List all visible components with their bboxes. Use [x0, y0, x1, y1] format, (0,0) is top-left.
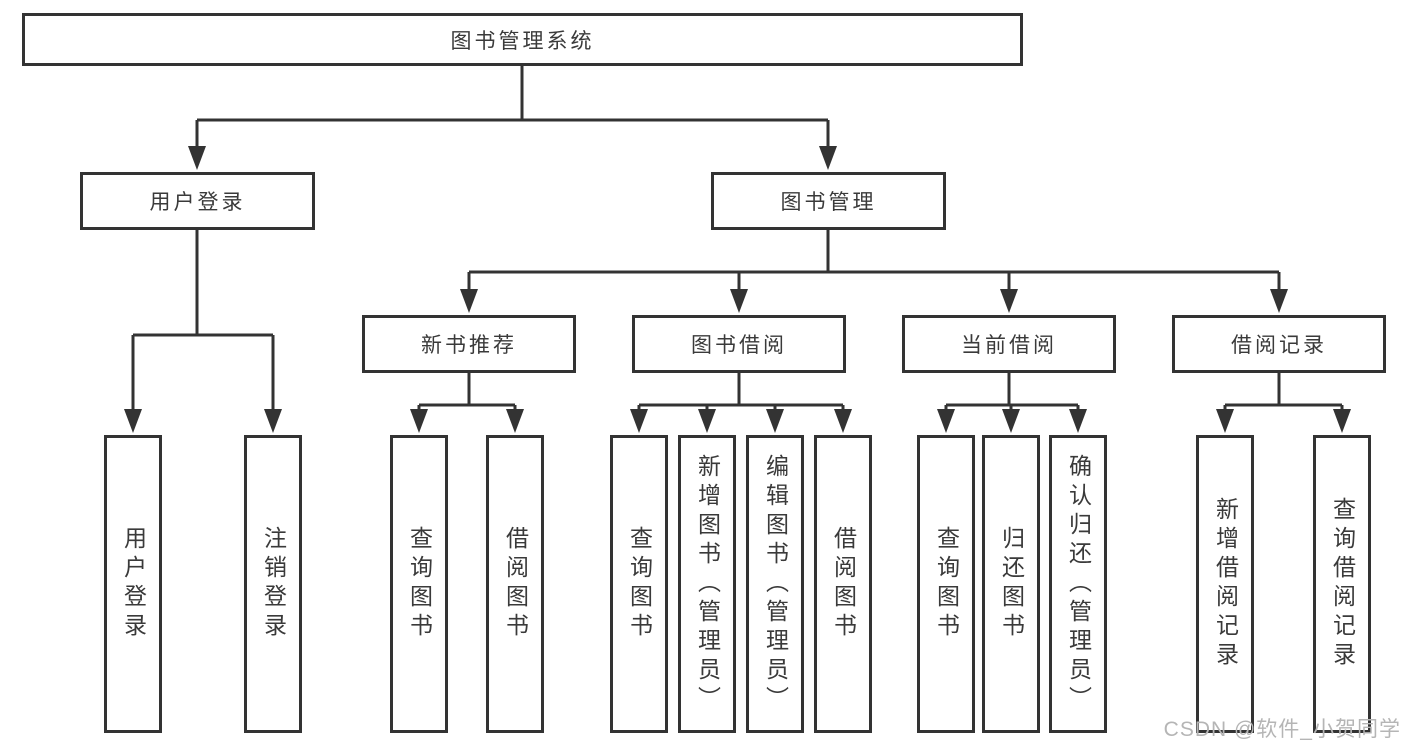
leaf-confirm-return-admin: 确认归还（管理员） — [1049, 435, 1107, 733]
leaf-query-borrow-record-label: 查询借阅记录 — [1329, 497, 1356, 671]
leaf-logout: 注销登录 — [244, 435, 302, 733]
leaf-borrow-books: 借阅图书 — [814, 435, 872, 733]
leaf-edit-books-admin-label: 编辑图书（管理员） — [762, 453, 789, 715]
leaf-confirm-return-admin-label: 确认归还（管理员） — [1065, 453, 1092, 715]
node-borrow-records-label: 借阅记录 — [1231, 334, 1327, 357]
node-book-management: 图书管理 — [711, 172, 946, 230]
node-root: 图书管理系统 — [22, 13, 1023, 66]
leaf-add-books-admin: 新增图书（管理员） — [678, 435, 736, 733]
node-user-login: 用户登录 — [80, 172, 315, 230]
leaf-query-books-borrowing-label: 查询图书 — [626, 526, 653, 642]
leaf-borrow-books-recommend: 借阅图书 — [486, 435, 544, 733]
leaf-query-books-recommend: 查询图书 — [390, 435, 448, 733]
leaf-borrow-books-recommend-label: 借阅图书 — [502, 526, 529, 642]
leaf-borrow-books-label: 借阅图书 — [830, 526, 857, 642]
leaf-query-books-borrowing: 查询图书 — [610, 435, 668, 733]
leaf-query-books-current: 查询图书 — [917, 435, 975, 733]
leaf-add-borrow-record: 新增借阅记录 — [1196, 435, 1254, 733]
leaf-user-login: 用户登录 — [104, 435, 162, 733]
leaf-return-books: 归还图书 — [982, 435, 1040, 733]
leaf-query-books-current-label: 查询图书 — [933, 526, 960, 642]
leaf-user-login-label: 用户登录 — [120, 526, 147, 642]
leaf-return-books-label: 归还图书 — [998, 526, 1025, 642]
leaf-add-borrow-record-label: 新增借阅记录 — [1212, 497, 1239, 671]
leaf-edit-books-admin: 编辑图书（管理员） — [746, 435, 804, 733]
node-current-borrowing: 当前借阅 — [902, 315, 1116, 373]
node-current-borrowing-label: 当前借阅 — [961, 334, 1057, 357]
csdn-watermark: CSDN @软件_小贺同学 — [1163, 718, 1401, 741]
node-root-label: 图书管理系统 — [450, 29, 595, 53]
node-borrow-records: 借阅记录 — [1172, 315, 1386, 373]
node-book-management-label: 图书管理 — [780, 191, 877, 214]
node-book-borrowing-label: 图书借阅 — [691, 334, 787, 357]
leaf-logout-label: 注销登录 — [260, 526, 287, 642]
node-book-borrowing: 图书借阅 — [632, 315, 846, 373]
leaf-query-borrow-record: 查询借阅记录 — [1313, 435, 1371, 733]
leaf-add-books-admin-label: 新增图书（管理员） — [694, 453, 721, 715]
arrowheads — [124, 146, 1351, 433]
node-new-book-recommend: 新书推荐 — [362, 315, 576, 373]
leaf-query-books-recommend-label: 查询图书 — [406, 526, 433, 642]
node-user-login-label: 用户登录 — [149, 191, 246, 214]
node-new-book-recommend-label: 新书推荐 — [421, 334, 517, 357]
